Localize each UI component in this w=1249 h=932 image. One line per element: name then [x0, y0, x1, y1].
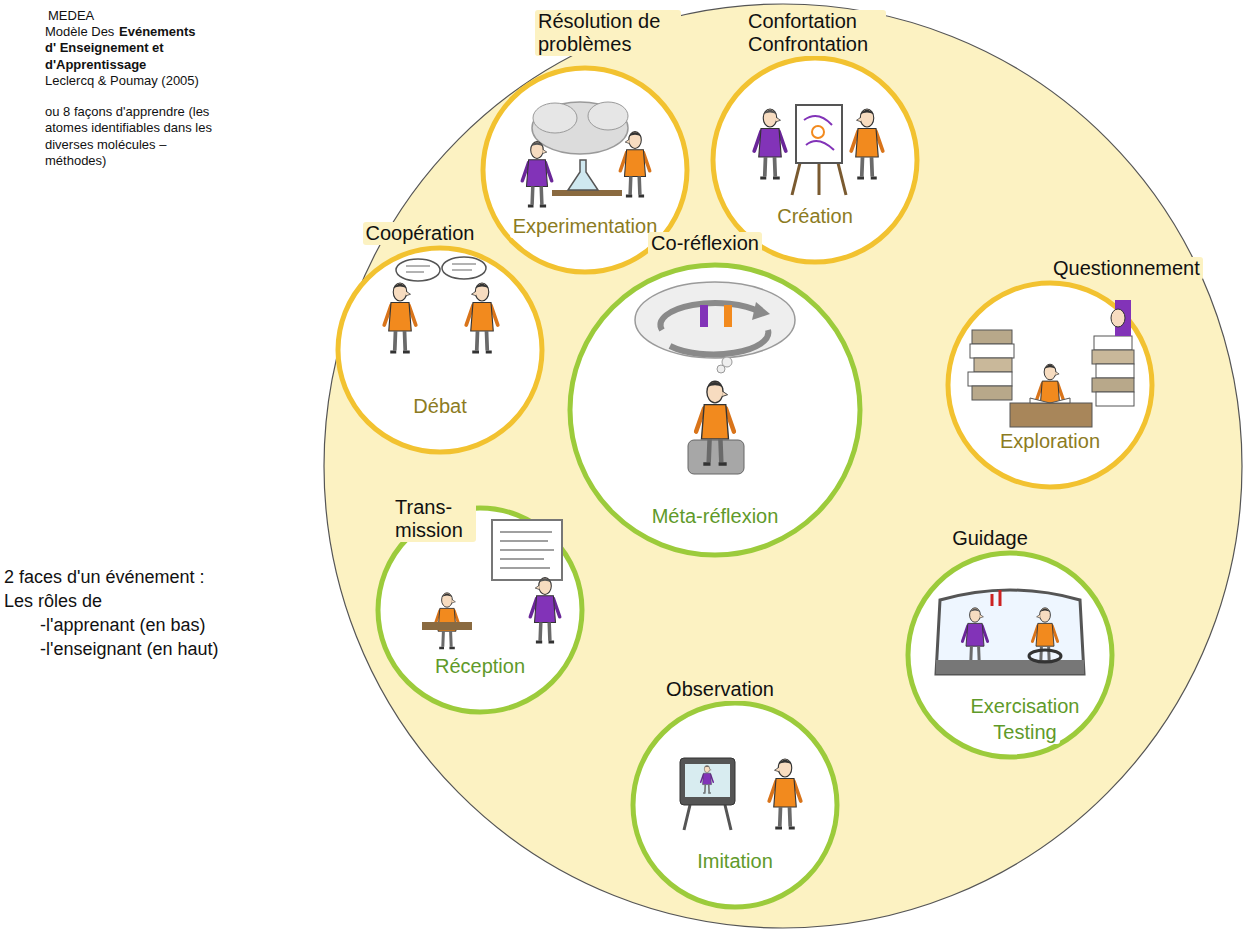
role-circle: CoopérationDébat [335, 245, 545, 455]
learner-role: Création [774, 205, 856, 228]
note-text: Modèle Des [45, 24, 114, 40]
learner-role: Méta-réflexion [649, 505, 782, 528]
learner-role: Experimentation [510, 215, 661, 238]
teacher-role: Guidage [949, 527, 1031, 550]
circle-ring [570, 265, 860, 555]
circle-outline [945, 280, 1155, 490]
note-text: -l'apprenant (en bas) [40, 614, 206, 637]
learner-role: Exploration [997, 430, 1103, 453]
teacher-role: Trans- mission [392, 496, 476, 542]
note-text: MEDEA [48, 8, 94, 24]
role-circle: Co-réflexionMéta-réflexion [567, 262, 863, 558]
note-text: Evénements d' Enseignement et d'Apprenti… [45, 24, 205, 73]
learner-role: Imitation [694, 850, 776, 873]
circle-ring [908, 553, 1112, 757]
teacher-role: Co-réflexion [648, 232, 762, 255]
note-text: Les rôles de [4, 590, 102, 613]
circle-ring [633, 703, 837, 907]
note-text: Leclercq & Poumay (2005) [45, 73, 199, 89]
role-circle: ObservationImitation [630, 700, 840, 910]
teacher-role: Coopération [363, 222, 478, 245]
outer-circle [324, 4, 1242, 928]
circle-ring [338, 248, 542, 452]
note-text: -l'enseignant (en haut) [40, 638, 219, 661]
role-circle: GuidageExercisationTesting [905, 550, 1115, 760]
teacher-role: Confortation Confrontation [745, 10, 886, 56]
circle-outline [630, 700, 840, 910]
note-text: ou 8 façons d'apprendre (les atomes iden… [45, 104, 215, 169]
circle-outline [335, 245, 545, 455]
learner-role: Testing [990, 721, 1059, 744]
teacher-role: Questionnement [1050, 257, 1203, 280]
role-circle: QuestionnementExploration [945, 280, 1155, 490]
learner-role: Réception [432, 655, 528, 678]
circle-ring [948, 283, 1152, 487]
learner-role: Débat [410, 395, 469, 418]
learner-role: Exercisation [968, 695, 1083, 718]
role-circle: Trans- missionRéception [375, 505, 585, 715]
teacher-role: Observation [663, 678, 777, 701]
teacher-role: Résolution de problèmes [535, 10, 681, 56]
note-text: 2 faces d'un événement : [4, 566, 205, 589]
